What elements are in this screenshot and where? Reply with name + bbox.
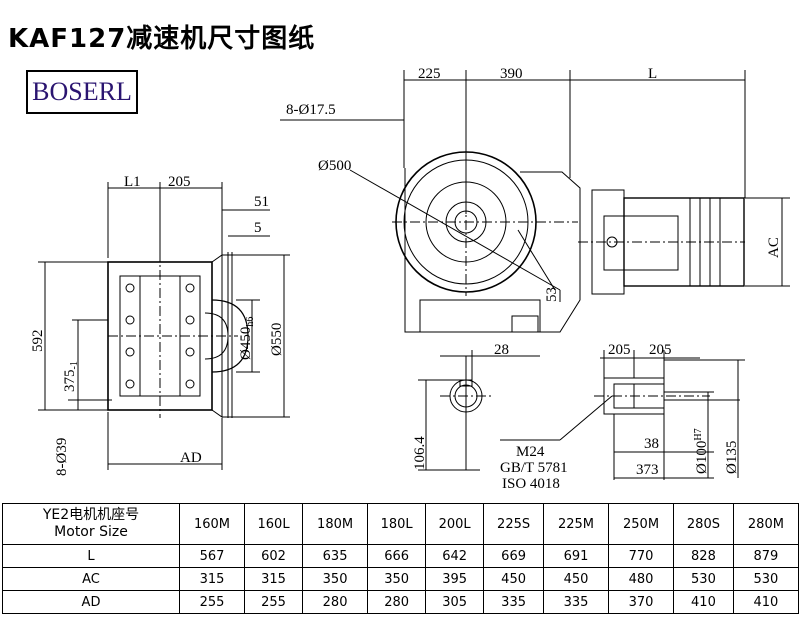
col-header: 200L: [425, 503, 485, 545]
dim-592: 592: [30, 330, 46, 353]
table-cell: 642: [425, 544, 485, 568]
table-row: L 567 602 635 666 642 669 691 770 828 87…: [2, 544, 800, 568]
col-header: 160L: [244, 503, 304, 545]
dim-bolt-holes-top: 8-Ø17.5: [286, 102, 336, 118]
table-header-label: YE2电机机座号 Motor Size: [2, 503, 180, 545]
front-view: [280, 70, 790, 333]
col-header: 180M: [302, 503, 369, 545]
technical-drawing: 225 390 L 8-Ø17.5 Ø500 53 AC L1 205 51 5…: [30, 66, 790, 492]
table-cell: 828: [673, 544, 734, 568]
dim-100: Ø100H7: [693, 428, 710, 474]
shaft-side: [500, 350, 745, 480]
col-header: 280M: [732, 503, 800, 545]
col-header: 180L: [367, 503, 427, 545]
col-header: 225M: [542, 503, 610, 545]
dim-top-390: 390: [500, 66, 523, 82]
dim-L1: L1: [124, 174, 141, 190]
header-label-en: Motor Size: [54, 524, 128, 540]
table-cell: 280: [302, 590, 369, 614]
table-cell: 315: [244, 567, 304, 591]
dim-shaft-205a: 205: [608, 342, 631, 358]
table-cell: 305: [425, 590, 485, 614]
motor-size-table: YE2电机机座号 Motor Size 160M 160L 180M 180L …: [2, 503, 800, 614]
dim-373: 373: [636, 462, 659, 478]
table-cell: 530: [673, 567, 734, 591]
table-cell: 530: [732, 567, 800, 591]
dim-51: 51: [254, 194, 269, 210]
table-cell: 255: [178, 590, 246, 614]
dim-38: 38: [644, 436, 659, 452]
shaft-section: [418, 350, 540, 471]
drawing-title: KAF127减速机尺寸图纸: [8, 24, 316, 54]
col-header: 250M: [608, 503, 675, 545]
table-cell: 335: [542, 590, 610, 614]
table-cell: 370: [608, 590, 675, 614]
col-header: 225S: [483, 503, 544, 545]
dim-top-225: 225: [418, 66, 441, 82]
dim-135: Ø135: [724, 441, 740, 474]
table-cell: 255: [244, 590, 304, 614]
dim-angle-53: 53: [544, 287, 560, 302]
table-cell: 450: [483, 567, 544, 591]
dim-top-L: L: [648, 66, 657, 82]
table-row: AD 255 255 280 280 305 335 335 370 410 4…: [2, 590, 800, 614]
table-cell: 450: [542, 567, 610, 591]
table-row: AC 315 315 350 350 395 450 450 480 530 5…: [2, 567, 800, 591]
table-cell: 335: [483, 590, 544, 614]
table-cell: 410: [732, 590, 800, 614]
dim-550: Ø550: [269, 323, 285, 356]
note-iso: ISO 4018: [502, 476, 560, 492]
dim-side-205: 205: [168, 174, 191, 190]
dim-bolt-holes-side: 8-Ø39: [54, 438, 70, 476]
table-cell: 315: [178, 567, 246, 591]
table-cell: 691: [542, 544, 610, 568]
table-cell: 480: [608, 567, 675, 591]
col-header: 160M: [178, 503, 246, 545]
table-cell: 350: [367, 567, 427, 591]
dim-key-28: 28: [494, 342, 509, 358]
table-header-row: YE2电机机座号 Motor Size 160M 160L 180M 180L …: [2, 503, 800, 545]
row-label: AC: [2, 567, 180, 591]
dim-shaft-205b: 205: [649, 342, 672, 358]
table-cell: 879: [732, 544, 800, 568]
table-cell: 410: [673, 590, 734, 614]
header-label-cn: YE2电机机座号: [42, 507, 140, 523]
brand-logo: BOSERL: [26, 70, 138, 114]
side-view: [38, 182, 290, 470]
note-gb: GB/T 5781: [500, 460, 568, 476]
dim-AD: AD: [180, 450, 202, 466]
dim-AC: AC: [766, 237, 782, 258]
table-cell: 770: [608, 544, 675, 568]
table-cell: 669: [483, 544, 544, 568]
col-header: 280S: [673, 503, 734, 545]
table-cell: 602: [244, 544, 304, 568]
dim-450: Ø450h6: [238, 317, 256, 360]
row-label: AD: [2, 590, 180, 614]
table-cell: 350: [302, 567, 369, 591]
row-label: L: [2, 544, 180, 568]
dim-375: 375-1: [62, 361, 80, 392]
dim-circle-500: Ø500: [318, 158, 351, 174]
table-cell: 280: [367, 590, 427, 614]
note-m24: M24: [516, 444, 545, 460]
dim-106-4: 106.4: [412, 436, 428, 470]
table-cell: 635: [302, 544, 369, 568]
table-cell: 395: [425, 567, 485, 591]
dim-5: 5: [254, 220, 262, 236]
table-cell: 666: [367, 544, 427, 568]
table-cell: 567: [178, 544, 246, 568]
